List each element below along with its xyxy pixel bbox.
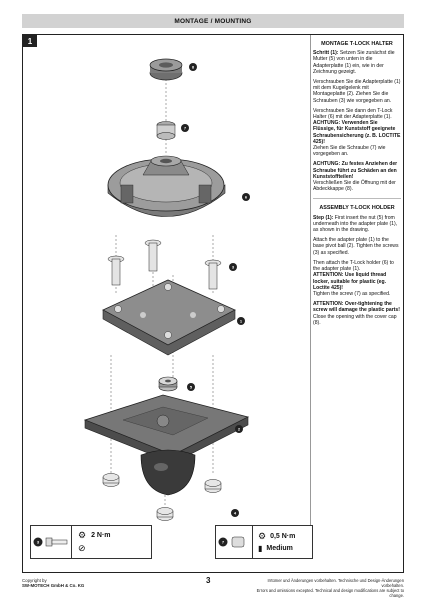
torque-value: 0,5 N·m [270, 533, 296, 540]
de-para-4: ACHTUNG: Zu festes Anziehen der Schraube… [313, 161, 398, 193]
exploded-drawing: 8 7 6 3 1 5 2 4 [83, 58, 250, 521]
svg-text:8: 8 [192, 65, 195, 70]
svg-text:5: 5 [190, 385, 193, 390]
svg-text:1: 1 [240, 319, 243, 324]
de-para-2: Verschrauben Sie die Adapterplatte (1) m… [313, 79, 401, 104]
nuts-4 [102, 473, 222, 521]
step-frame: 1 [22, 34, 404, 573]
torque-spec-screw-3: 3 ⚙ 2 N·m ⊘ [30, 525, 152, 559]
instructions-column: MONTAGE T-LOCK HALTER Schritt (1): Setze… [313, 39, 401, 330]
svg-text:2: 2 [238, 427, 241, 432]
adapter-plate [102, 279, 236, 356]
en-title: ASSEMBLY T-LOCK HOLDER [319, 205, 395, 212]
svg-text:4: 4 [234, 511, 237, 516]
lang-separator [313, 198, 401, 200]
callout-7: 7 [181, 124, 189, 132]
step-number: 1 [23, 35, 37, 47]
en-para-2: Attach the adapter plate (1) to the base… [313, 237, 399, 256]
thread-locker-icon: ▮ [258, 544, 263, 553]
svg-text:3: 3 [232, 265, 235, 270]
en-step: Step (1): First insert the nut (5) from … [313, 214, 398, 234]
torque-wrench-icon: ⚙ [78, 530, 87, 540]
svg-text:7: 7 [184, 126, 187, 131]
de-title: MONTAGE T-LOCK HALTER [321, 41, 393, 47]
disclaimer: Irrtümer und Änderungen vorbehalten. Tec… [256, 578, 404, 598]
spec-part-cell: 3 [31, 526, 71, 558]
callout-4: 4 [231, 509, 239, 517]
t-lock-holder [107, 155, 226, 217]
copyright: Copyright by SW-MOTECH GmbH & Co. KG [22, 578, 85, 588]
part-callouts: 8 7 6 3 1 5 2 4 [181, 63, 250, 517]
callout-2: 2 [235, 425, 243, 433]
thread-locker-strength: Medium [266, 545, 293, 552]
mounting-plate-ball [83, 394, 250, 496]
en-para-4: ATTENTION: Over-tightening the screw wil… [313, 301, 400, 326]
svg-text:7: 7 [222, 540, 225, 545]
no-thread-locker-icon: ⊘ [78, 543, 86, 553]
torque-wrench-icon: ⚙ [258, 531, 267, 541]
svg-text:6: 6 [245, 195, 248, 200]
svg-text:3: 3 [37, 540, 40, 545]
page-header: MONTAGE / MOUNTING [22, 14, 404, 28]
spec-part-cell: 7 [216, 526, 252, 558]
torque-value: 2 N·m [91, 532, 111, 539]
column-divider [310, 35, 311, 545]
callout-1: 1 [237, 317, 245, 325]
callout-8: 8 [189, 63, 197, 71]
callout-6: 6 [242, 193, 250, 201]
page-number: 3 [206, 576, 211, 585]
torque-spec-screw-7: 7 ⚙ 0,5 N·m ▮ Medium [215, 525, 313, 559]
en-para-3: Then attach the T-Lock holder (6) to the… [313, 259, 394, 297]
cover-cap [149, 58, 183, 81]
screw-7 [156, 121, 176, 140]
de-para-3: Verschrauben Sie dann den T-Lock Halter … [313, 107, 401, 158]
de-step: Schritt (1): Setzen Sie zunächst die Mut… [313, 50, 395, 75]
callout-3: 3 [229, 263, 237, 271]
callout-5: 5 [187, 383, 195, 391]
nut-5 [158, 376, 178, 392]
